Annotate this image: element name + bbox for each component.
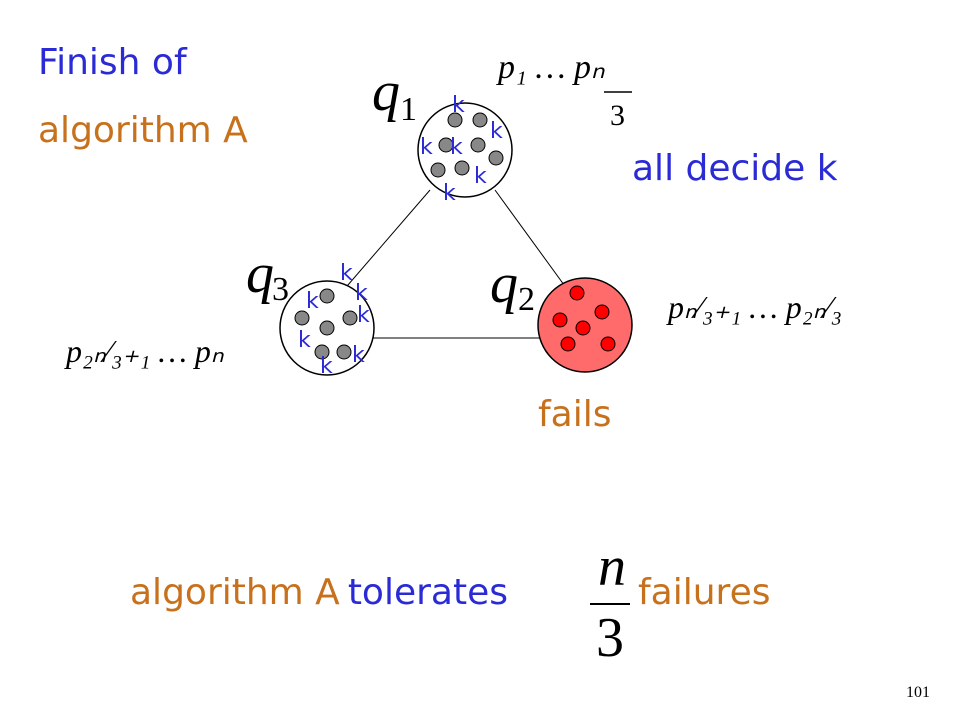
group-q3-decisions: k k k k k k k: [298, 261, 370, 379]
failed-node: [552, 312, 568, 328]
process-node: [430, 162, 446, 178]
process-node: [319, 320, 335, 336]
range-q1-numerator: p₁ … pₙ: [496, 49, 605, 86]
failures-label: failures: [638, 572, 771, 613]
group-q3-nodes: [294, 288, 358, 360]
failed-node: [600, 336, 616, 352]
group-q1-decisions: k k k k k k: [420, 93, 503, 206]
decision-mark: k: [474, 164, 487, 189]
fraction-numerator: n: [598, 536, 626, 598]
tolerance-verb: tolerates: [347, 572, 508, 613]
tolerance-algorithm: algorithm A: [130, 572, 340, 613]
group-label-q3: q 3: [246, 243, 289, 308]
svg-text:3: 3: [272, 271, 289, 308]
failed-node: [594, 304, 610, 320]
process-node: [314, 344, 330, 360]
svg-text:1: 1: [400, 91, 417, 128]
process-node: [438, 137, 454, 153]
process-node: [470, 137, 486, 153]
group-label-q2: q 2: [490, 253, 535, 318]
decision-mark: k: [490, 119, 503, 144]
group-q1-nodes: [430, 112, 504, 178]
process-node: [342, 310, 358, 326]
decision-mark: k: [452, 93, 465, 118]
fraction-denominator: 3: [596, 607, 624, 669]
svg-text:q: q: [246, 243, 274, 305]
edge-q1-q2: [494, 189, 576, 301]
decision-mark: k: [352, 343, 365, 368]
svg-text:2: 2: [518, 281, 535, 318]
decision-mark: k: [306, 289, 319, 314]
range-q2: pₙ⁄₃₊₁ … p₂ₙ⁄₃: [666, 289, 842, 325]
process-node: [319, 288, 335, 304]
range-q1-denominator: 3: [610, 99, 625, 132]
page-number: 101: [906, 684, 930, 701]
decision-mark: k: [298, 328, 311, 353]
slide-title-line1: Finish of: [38, 42, 187, 83]
group-q2-nodes: [552, 285, 616, 352]
decision-mark: k: [420, 135, 433, 160]
range-q3: p₂ₙ⁄₃₊₁ … pₙ: [64, 333, 225, 369]
process-node: [472, 112, 488, 128]
process-node: [488, 150, 504, 166]
process-node: [454, 160, 470, 176]
range-q2-text: pₙ⁄₃₊₁ … p₂ₙ⁄₃: [666, 289, 842, 325]
fails-label: fails: [538, 394, 612, 435]
decision-mark: k: [357, 303, 370, 328]
decision-mark: k: [450, 135, 463, 160]
decision-mark: k: [340, 261, 353, 286]
range-q3-text: p₂ₙ⁄₃₊₁ … pₙ: [64, 333, 225, 369]
group-label-q1: q 1: [372, 61, 417, 128]
process-node: [336, 344, 352, 360]
svg-text:q: q: [372, 61, 400, 123]
process-node: [447, 112, 463, 128]
slide-title-line2: algorithm A: [38, 110, 248, 151]
failed-node: [569, 285, 585, 301]
process-node: [294, 310, 310, 326]
failed-node: [575, 320, 591, 336]
svg-text:q: q: [490, 253, 518, 315]
all-decide-label: all decide k: [632, 148, 838, 189]
decision-mark: k: [443, 181, 456, 206]
decision-mark: k: [320, 354, 333, 379]
failed-node: [560, 336, 576, 352]
edge-q1-q3: [334, 189, 431, 301]
range-q1: p₁ … pₙ 3: [496, 49, 632, 132]
decision-mark: k: [355, 281, 368, 306]
fraction-n-over-3: n 3: [590, 536, 630, 669]
